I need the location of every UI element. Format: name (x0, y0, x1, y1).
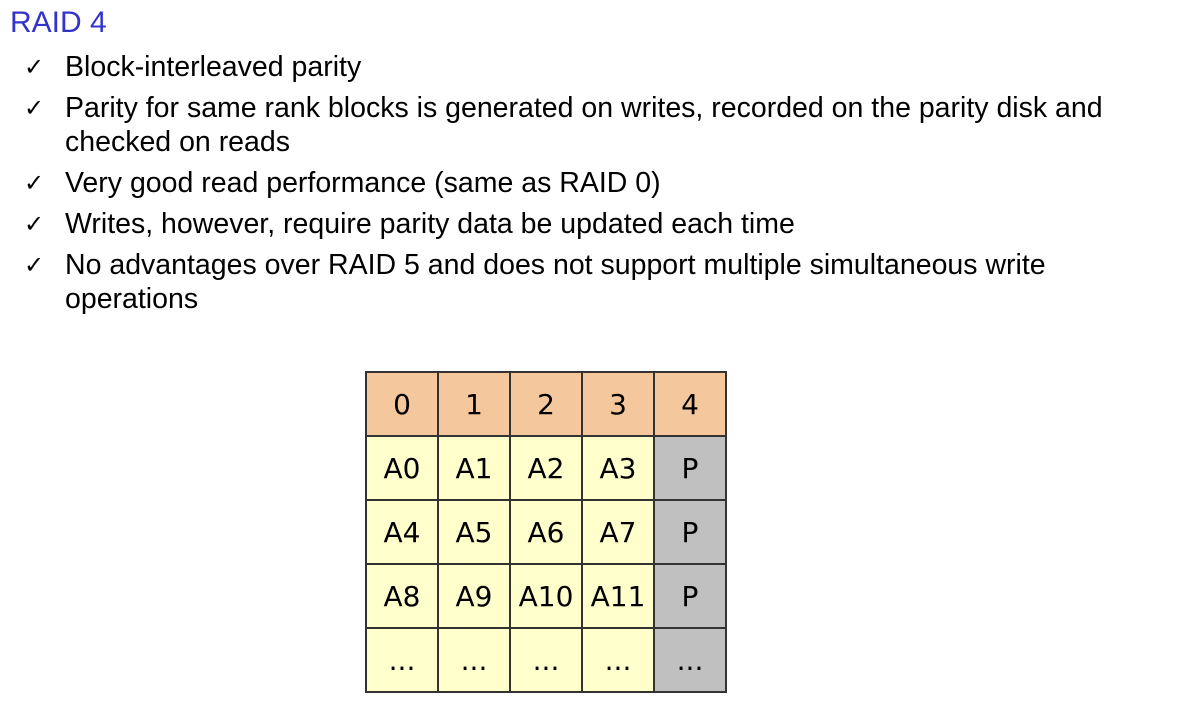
data-block-cell: ... (509, 627, 583, 693)
bullet-item: ✓ No advantages over RAID 5 and does not… (24, 248, 1179, 316)
disk-header-cell: 1 (437, 371, 511, 437)
bullet-text: Writes, however, require parity data be … (65, 208, 795, 240)
data-block-cell: ... (365, 627, 439, 693)
stripe-row: A8 A9 A10 A11 P (365, 563, 727, 629)
bullet-text: No advantages over RAID 5 and does not s… (65, 249, 1046, 315)
bullet-text: Parity for same rank blocks is generated… (65, 92, 1103, 158)
data-block-cell: A10 (509, 563, 583, 629)
data-block-cell: A8 (365, 563, 439, 629)
data-block-cell: ... (437, 627, 511, 693)
data-block-cell: A1 (437, 435, 511, 501)
bullet-item: ✓ Very good read performance (same as RA… (24, 166, 1179, 200)
parity-block-cell: ... (653, 627, 727, 693)
disk-header-cell: 2 (509, 371, 583, 437)
slide-title: RAID 4 (10, 6, 107, 39)
stripe-row: A4 A5 A6 A7 P (365, 499, 727, 565)
data-block-cell: A2 (509, 435, 583, 501)
bullet-text: Block-interleaved parity (65, 51, 362, 83)
checkmark-icon: ✓ (24, 94, 45, 122)
stripe-row: A0 A1 A2 A3 P (365, 435, 727, 501)
bullet-item: ✓ Parity for same rank blocks is generat… (24, 91, 1179, 159)
data-block-cell: A0 (365, 435, 439, 501)
disk-header-row: 0 1 2 3 4 (365, 371, 727, 437)
data-block-cell: ... (581, 627, 655, 693)
parity-disk-header-cell: 4 (653, 371, 727, 437)
bullet-text: Very good read performance (same as RAID… (65, 167, 661, 199)
bullet-item: ✓ Block-interleaved parity (24, 50, 1179, 84)
data-block-cell: A11 (581, 563, 655, 629)
data-block-cell: A3 (581, 435, 655, 501)
data-block-cell: A5 (437, 499, 511, 565)
checkmark-icon: ✓ (24, 210, 45, 238)
parity-block-cell: P (653, 499, 727, 565)
stripe-row: ... ... ... ... ... (365, 627, 727, 693)
data-block-cell: A9 (437, 563, 511, 629)
checkmark-icon: ✓ (24, 169, 45, 197)
checkmark-icon: ✓ (24, 251, 45, 279)
data-block-cell: A4 (365, 499, 439, 565)
data-block-cell: A7 (581, 499, 655, 565)
raid4-disk-table: 0 1 2 3 4 A0 A1 A2 A3 P A4 A5 A6 A7 P A8… (365, 371, 727, 693)
bullet-list: ✓ Block-interleaved parity ✓ Parity for … (24, 50, 1179, 323)
disk-header-cell: 0 (365, 371, 439, 437)
data-block-cell: A6 (509, 499, 583, 565)
checkmark-icon: ✓ (24, 53, 45, 81)
parity-block-cell: P (653, 435, 727, 501)
parity-block-cell: P (653, 563, 727, 629)
disk-header-cell: 3 (581, 371, 655, 437)
bullet-item: ✓ Writes, however, require parity data b… (24, 207, 1179, 241)
